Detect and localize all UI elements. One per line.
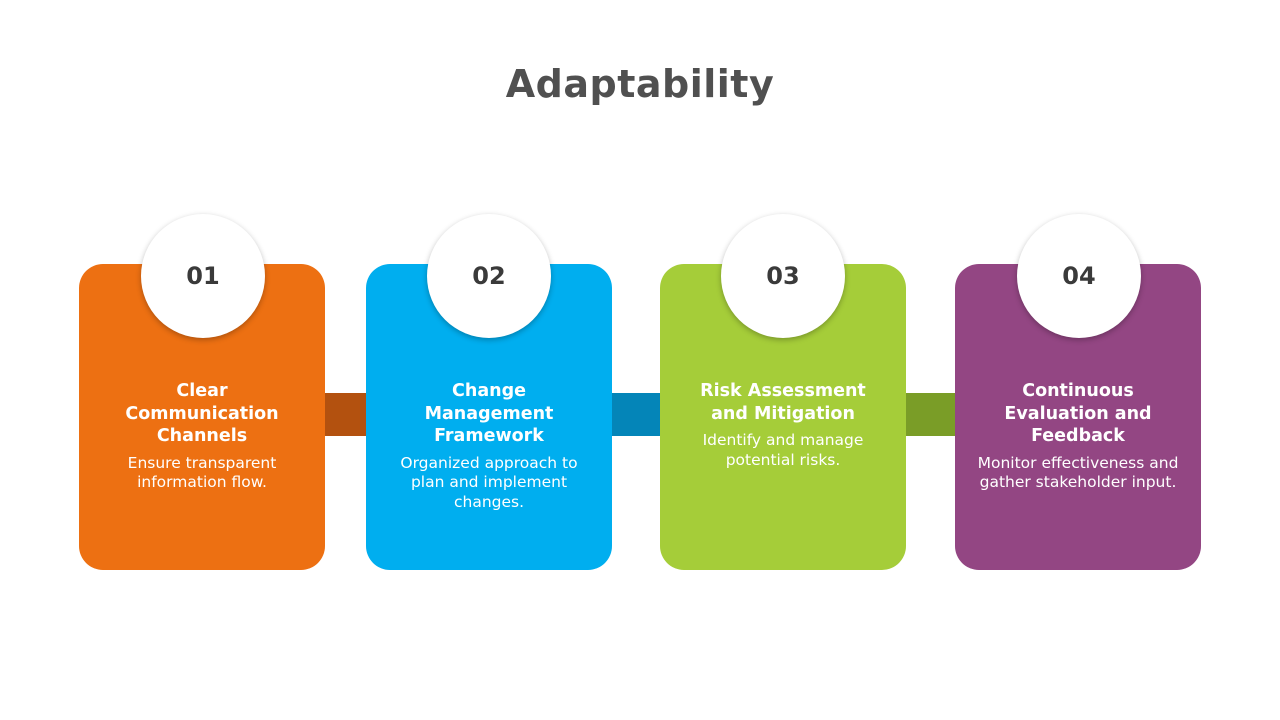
step-card-4-desc-line: Monitor effectiveness and [977,453,1179,472]
step-card-4-heading-line: Feedback [1031,426,1125,446]
step-number-badge-1: 01 [141,214,265,338]
step-card-4-heading-line: Continuous [1022,381,1134,401]
step-card-1-heading-line: Channels [156,426,248,446]
step-card-1-heading-line: Communication [125,403,279,424]
step-card-3-description: Identify and manage potential risks. [674,431,892,470]
step-card-3-body: Risk Assessment and Mitigation Identify … [674,380,892,470]
step-card-2-heading-line: Change [452,381,526,401]
step-card-1-heading: Clear Communication Channels [93,380,311,448]
step-card-1-desc-line: information flow. [137,473,267,491]
step-card-3-desc-line: Identify and manage [702,431,864,449]
step-card-4-heading-line: Evaluation and [1004,403,1152,424]
step-card-2-body: Change Management Framework Organized ap… [380,380,598,512]
step-card-4-body: Continuous Evaluation and Feedback Monit… [969,380,1187,493]
step-number-badge-3: 03 [721,214,845,338]
step-card-2-desc-line: plan and implement [410,473,568,491]
step-card-2-heading-line: Framework [434,426,544,446]
step-card-3-heading: Risk Assessment and Mitigation [674,380,892,425]
step-number-badge-2: 02 [427,214,551,338]
step-card-2-desc-line: changes. [453,492,525,511]
step-card-4: Continuous Evaluation and Feedback Monit… [955,264,1201,570]
step-card-2-heading: Change Management Framework [380,380,598,448]
step-card-3-heading-line: and Mitigation [711,403,855,424]
slide-title: Adaptability [505,62,775,106]
step-card-2-description: Organized approach to plan and implement… [380,454,598,513]
step-card-2-desc-line: Organized approach to [400,453,578,472]
step-card-1-heading-line: Clear [176,381,228,401]
step-card-3-desc-line: potential risks. [725,450,841,469]
step-card-1-body: Clear Communication Channels Ensure tran… [93,380,311,493]
step-card-1-description: Ensure transparent information flow. [93,454,311,493]
step-card-4-heading: Continuous Evaluation and Feedback [969,380,1187,448]
step-card-2-heading-line: Management [424,403,554,424]
step-number-badge-4: 04 [1017,214,1141,338]
step-card-4-desc-line: gather stakeholder input. [979,473,1177,491]
step-card-4-description: Monitor effectiveness and gather stakeho… [969,454,1187,493]
step-card-3-heading-line: Risk Assessment [700,381,866,401]
step-card-1-desc-line: Ensure transparent [127,453,277,472]
